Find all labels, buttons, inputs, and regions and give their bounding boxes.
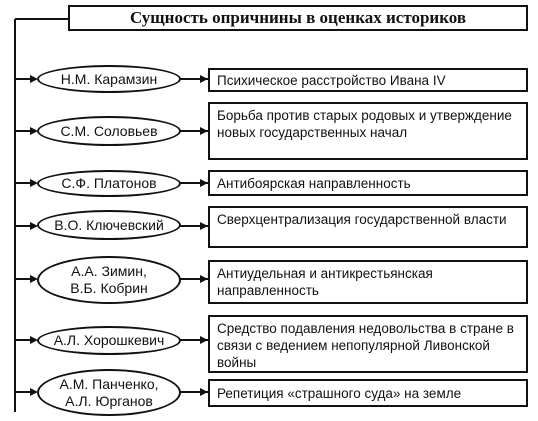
- assessment-solovyov: Борьба против старых родовых и утвержден…: [208, 102, 528, 160]
- historian-label: В.О. Ключевский: [54, 216, 164, 233]
- historian-label: Н.М. Карамзин: [60, 70, 158, 87]
- historian-platonov: С.Ф. Платонов: [37, 170, 181, 197]
- historian-solovyov: С.М. Соловьев: [37, 116, 181, 146]
- assessment-label: Психическое расстройство Ивана IV: [217, 72, 446, 88]
- historian-label: А.Л. Хорошкевич: [53, 332, 165, 348]
- assessment-label: Антиудельная и антикрестьянская направле…: [217, 266, 433, 298]
- assessment-label: Средство подавления недовольства в стран…: [217, 321, 514, 370]
- assessment-panchenko-yurganov: Репетиция «страшного суда» на земле: [208, 379, 528, 407]
- assessment-karamzin: Психическое расстройство Ивана IV: [208, 68, 528, 92]
- historian-klyuchevsky: В.О. Ключевский: [37, 210, 181, 240]
- assessment-klyuchevsky: Сверхцентрализация государственной власт…: [208, 206, 528, 248]
- historian-zimin-kobrin: А.А. Зимин, В.Б. Кобрин: [37, 256, 181, 304]
- assessment-zimin-kobrin: Антиудельная и антикрестьянская направле…: [208, 260, 528, 304]
- historian-karamzin: Н.М. Карамзин: [37, 65, 181, 93]
- historian-khoroshkevich: А.Л. Хорошкевич: [37, 326, 181, 355]
- historian-panchenko-yurganov: А.М. Панченко, А.Л. Юрганов: [37, 369, 181, 416]
- assessment-khoroshkevich: Средство подавления недовольства в стран…: [208, 315, 528, 373]
- historian-label: А.А. Зимин, В.Б. Кобрин: [70, 263, 148, 296]
- historian-label: С.М. Соловьев: [60, 122, 158, 139]
- assessment-label: Репетиция «страшного суда» на земле: [217, 385, 462, 401]
- historian-label: А.М. Панченко, А.Л. Юрганов: [59, 375, 159, 409]
- assessment-label: Борьба против старых родовых и утвержден…: [217, 108, 512, 140]
- assessment-label: Антибоярская направленность: [217, 175, 411, 191]
- assessment-label: Сверхцентрализация государственной власт…: [217, 212, 507, 227]
- historian-label: С.Ф. Платонов: [61, 175, 157, 191]
- diagram-title: Сущность опричнины в оценках историков: [68, 5, 528, 31]
- assessment-platonov: Антибоярская направленность: [208, 170, 528, 196]
